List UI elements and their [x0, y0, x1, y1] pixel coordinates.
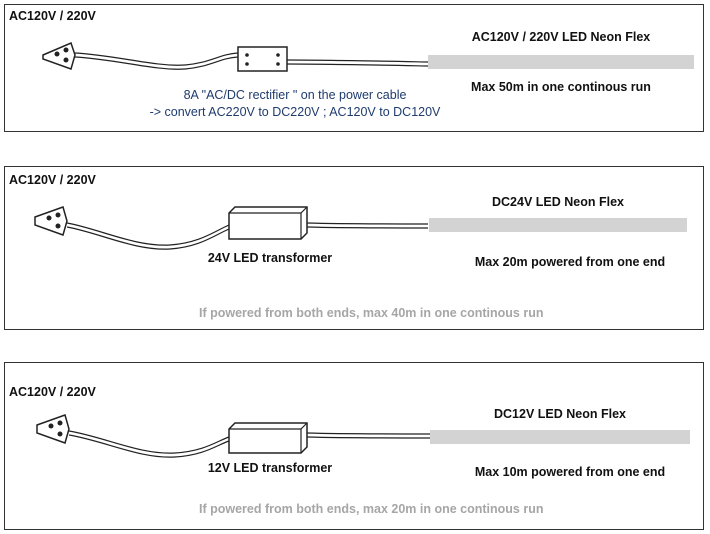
power-plug-icon: [36, 414, 70, 444]
power-cable: [68, 430, 431, 458]
both-ends-note: If powered from both ends, max 40m in on…: [199, 306, 544, 320]
rectifier-note-line1: 8A "AC/DC rectifier " on the power cable: [183, 88, 407, 102]
panel-dc24v-neon-flex: AC120V / 220V DC24V LED Neon Flex 24V LE…: [4, 166, 704, 330]
product-label: DC24V LED Neon Flex: [492, 195, 624, 209]
transformer-box-icon: [228, 206, 308, 240]
rectifier-box-icon: [237, 46, 288, 72]
power-plug-icon: [42, 41, 76, 70]
panel-dc12v-neon-flex: AC120V / 220V DC12V LED Neon Flex 12V LE…: [4, 362, 704, 530]
led-neon-flex-strip: [429, 218, 687, 232]
max-run-label: Max 10m powered from one end: [474, 465, 666, 479]
dc24v-wiring-diagram: [34, 206, 429, 250]
max-run-label: Max 20m powered from one end: [474, 255, 666, 269]
transformer-box-icon: [228, 422, 308, 454]
input-voltage-label: AC120V / 220V: [9, 9, 96, 23]
device-label: 12V LED transformer: [207, 461, 333, 475]
led-neon-flex-strip: [428, 55, 694, 69]
both-ends-note: If powered from both ends, max 20m in on…: [199, 502, 544, 516]
power-cable: [74, 52, 429, 70]
ac-wiring-diagram: [42, 41, 429, 72]
dc12v-wiring-diagram: [36, 414, 431, 458]
max-run-label: Max 50m in one continous run: [471, 80, 651, 94]
input-voltage-label: AC120V / 220V: [9, 173, 96, 187]
product-label: AC120V / 220V LED Neon Flex: [471, 30, 651, 44]
product-label: DC12V LED Neon Flex: [494, 407, 626, 421]
power-cable: [66, 222, 429, 250]
led-neon-flex-strip: [430, 430, 690, 444]
panel-ac-neon-flex: AC120V / 220V AC120V / 220V LED Neon Fle…: [4, 4, 704, 132]
device-label: 24V LED transformer: [207, 251, 333, 265]
power-plug-icon: [34, 206, 68, 236]
input-voltage-label: AC120V / 220V: [9, 385, 96, 399]
rectifier-note-line2: -> convert AC220V to DC220V ; AC120V to …: [149, 105, 441, 119]
